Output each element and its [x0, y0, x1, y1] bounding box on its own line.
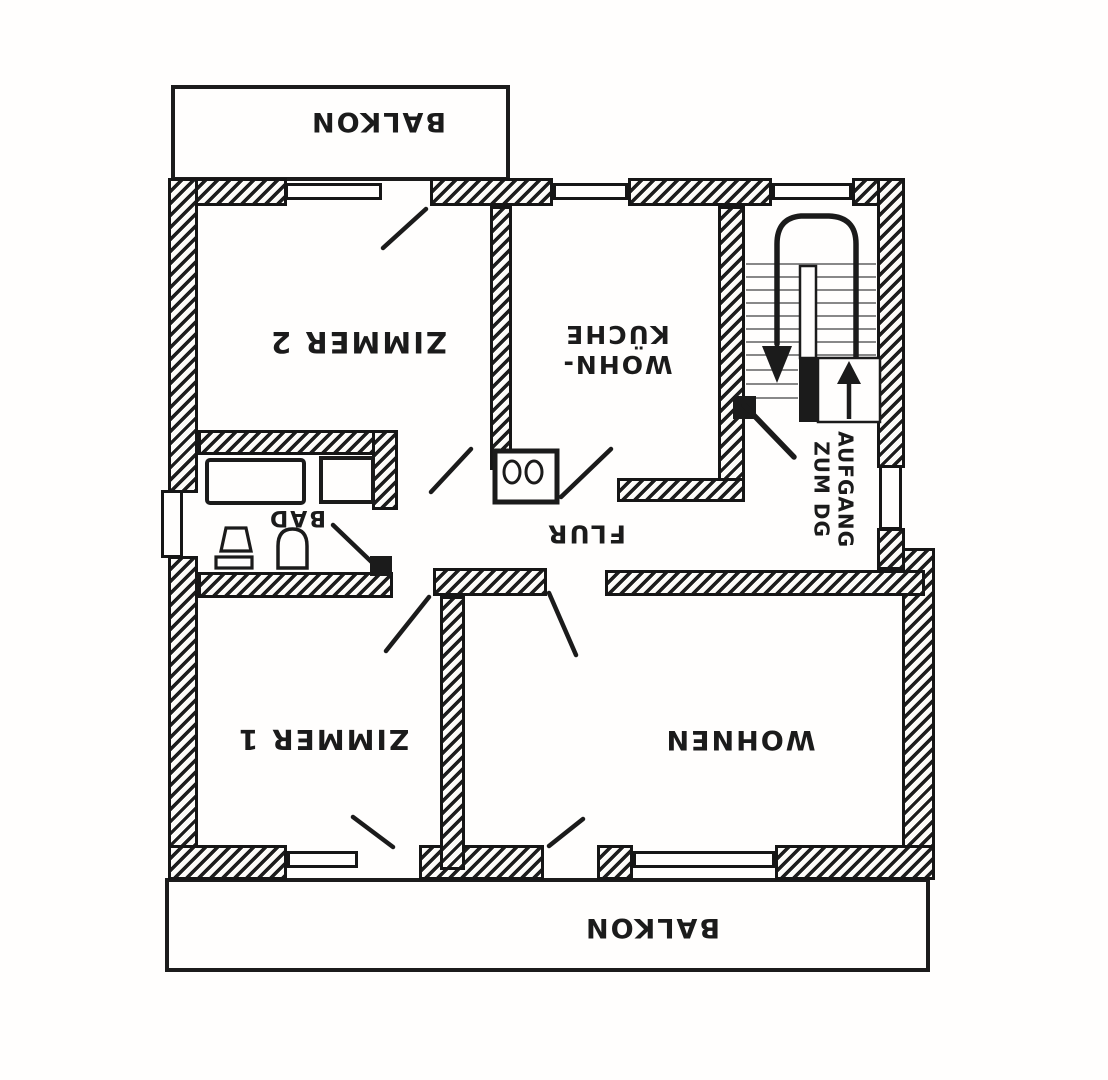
wall-kueche-stairs	[718, 206, 745, 502]
shower-unit	[319, 456, 375, 504]
door-swing-wohnen	[546, 590, 579, 658]
wall-bottom-4	[775, 845, 935, 880]
wall-top-3	[628, 178, 772, 206]
wall-bath-bottom	[198, 572, 393, 598]
balcony-top-label: BALKON	[310, 105, 446, 137]
stairs-label: AUFGANG ZUM DG	[809, 415, 858, 565]
window	[879, 465, 902, 530]
bath-door-hinge	[370, 556, 392, 576]
sink-basin	[502, 459, 522, 485]
wohnkueche-line2: KÜCHE	[564, 320, 670, 350]
window	[161, 490, 183, 558]
wohnkueche-line1: WOHN-	[561, 350, 673, 379]
wall-right-upper	[877, 178, 905, 468]
sink-basin	[524, 459, 544, 485]
wall-bottom-1	[168, 845, 287, 880]
toilet	[276, 527, 309, 570]
window	[772, 183, 852, 200]
balcony-bottom-label: BALKON	[584, 911, 720, 943]
window	[285, 183, 382, 200]
window	[633, 851, 775, 868]
door-swing-kueche	[558, 446, 614, 500]
door-swing-wohnen-balcony	[546, 816, 586, 849]
wall-hall-zimmer1	[433, 568, 547, 596]
room-label-zimmer2: ZIMMER 2	[269, 325, 447, 360]
up-arrow-head	[837, 361, 861, 384]
wall-left-lower	[168, 556, 198, 848]
stair-down-path	[774, 213, 859, 363]
balcony-bottom	[165, 878, 930, 972]
window	[553, 183, 628, 200]
wall-hall-wohnen	[605, 570, 925, 596]
entrance-door-swing	[741, 402, 797, 460]
stair-landing-edge	[799, 358, 818, 422]
bathtub	[205, 458, 306, 505]
door-swing-zimmer1	[383, 594, 432, 654]
wall-left-upper	[168, 178, 198, 493]
hall-label: FLUR	[546, 519, 626, 549]
wall-bath-right	[372, 430, 398, 510]
stairs-label-line2: ZUM DG	[810, 441, 834, 538]
wall-right-lower	[902, 548, 935, 880]
balcony-top	[171, 85, 510, 181]
wall-zimmer2-bottom	[198, 430, 385, 455]
wall-bottom-3	[597, 845, 633, 880]
door-swing-zimmer1-balcony	[350, 814, 396, 850]
wall-bottom-2	[419, 845, 544, 880]
room-label-wohnen: WOHNEN	[664, 723, 816, 755]
wall-top-2	[430, 178, 553, 206]
bath-label: BAD	[267, 504, 327, 530]
washbasin-base	[214, 555, 254, 570]
door-swing-zimmer2	[428, 446, 474, 495]
door-swing-zimmer2-balcony	[380, 206, 429, 251]
stairs-label-line1: AUFGANG	[833, 431, 858, 548]
washbasin	[219, 526, 253, 553]
stair-stringer	[798, 264, 818, 360]
wall-zimmer1-wohnen	[440, 596, 465, 870]
window	[287, 851, 358, 868]
stair-down-arrowhead	[762, 346, 792, 383]
wall-kueche-bottom	[617, 478, 745, 502]
room-label-wohnkueche: WOHN- KÜCHE	[552, 320, 682, 380]
room-label-zimmer1: ZIMMER 1	[236, 723, 410, 757]
